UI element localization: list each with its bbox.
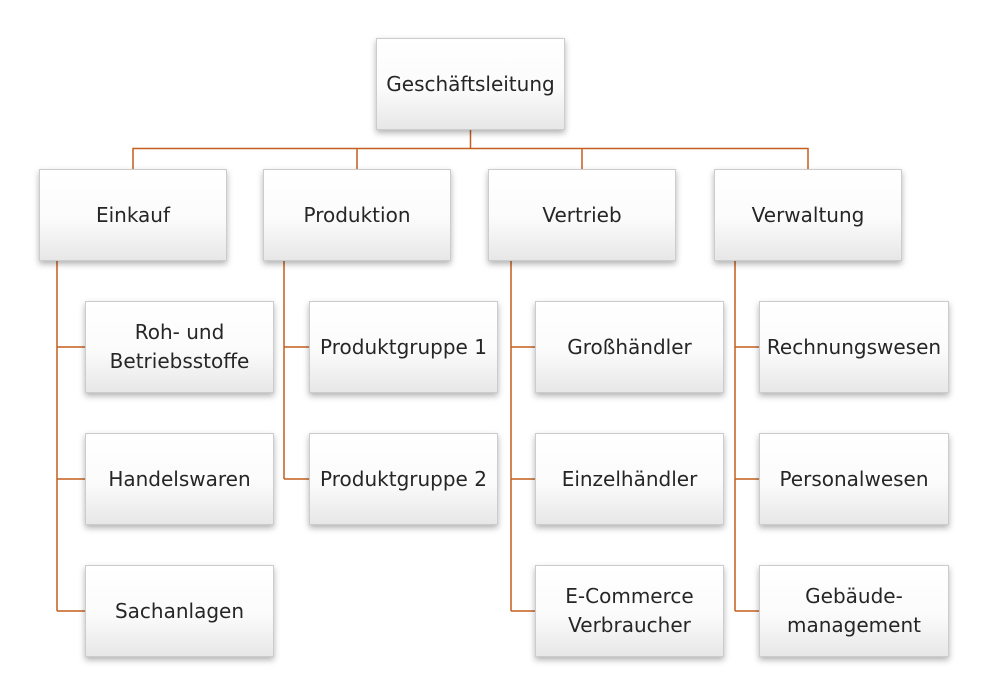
connector-branch-produktion: [283, 261, 309, 480]
node-einkauf: Einkauf: [39, 169, 227, 261]
node-rechnungswesen: Rechnungswesen: [759, 301, 949, 393]
connector-branch-verwaltung: [734, 261, 759, 612]
node-produktion: Produktion: [263, 169, 451, 261]
node-sachanlagen: Sachanlagen: [85, 565, 274, 657]
node-e-commerce-verbraucher: E-Commerce Verbraucher: [535, 565, 724, 657]
node-roh-und-betriebsstoffe: Roh- und Betriebsstoffe: [85, 301, 274, 393]
node-gebaeude-management: Gebäude-management: [759, 565, 949, 657]
node-vertrieb: Vertrieb: [488, 169, 676, 261]
connector-branch-einkauf: [56, 261, 85, 612]
connector-root-bus: [132, 130, 809, 169]
node-personalwesen: Personalwesen: [759, 433, 949, 525]
node-geschaeftsleitung: Geschäftsleitung: [376, 38, 565, 130]
node-verwaltung: Verwaltung: [714, 169, 902, 261]
node-produktgruppe-1: Produktgruppe 1: [309, 301, 498, 393]
node-einzelhaendler: Einzelhändler: [535, 433, 724, 525]
node-produktgruppe-2: Produktgruppe 2: [309, 433, 498, 525]
connector-branch-vertrieb: [510, 261, 535, 612]
node-handelswaren: Handelswaren: [85, 433, 274, 525]
node-grosshaendler: Großhändler: [535, 301, 724, 393]
